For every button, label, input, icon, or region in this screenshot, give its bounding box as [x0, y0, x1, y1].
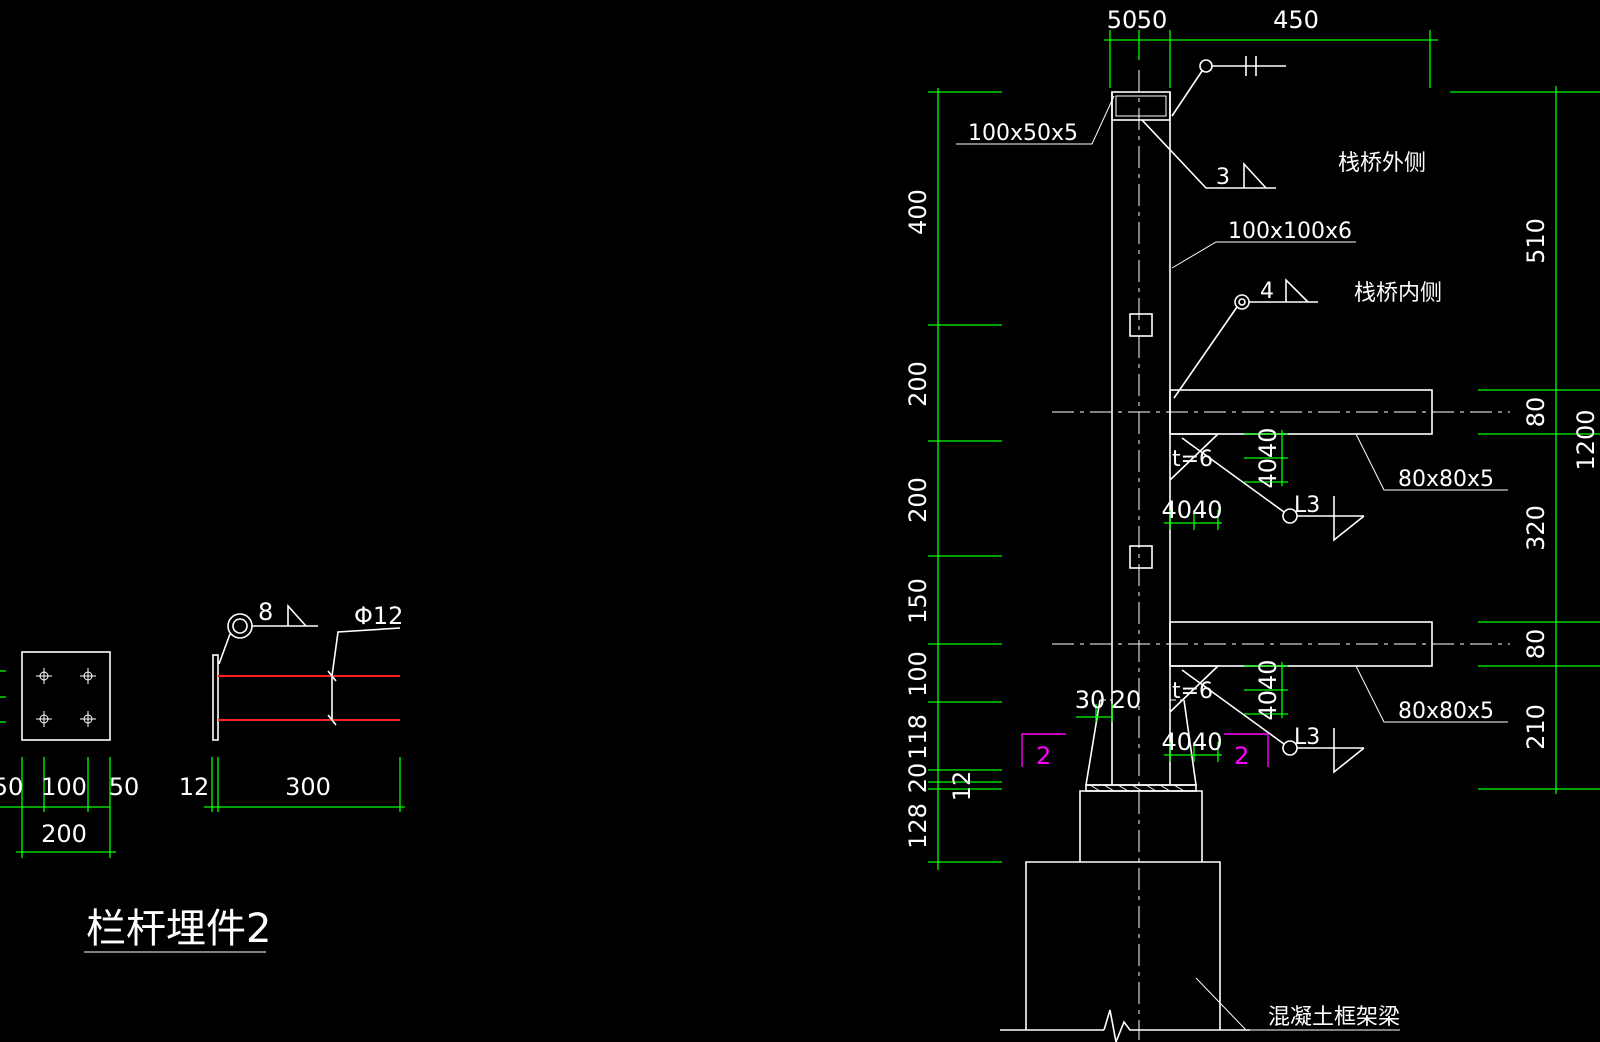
- dim-12: 12: [179, 773, 210, 801]
- dim-50-right: 50: [109, 773, 140, 801]
- slot-upper: [1129, 313, 1153, 337]
- dim-200-a: 200: [904, 361, 932, 407]
- dim-200-b: 200: [904, 477, 932, 523]
- gusset-lower-v-dim: 4040: [1254, 659, 1282, 720]
- section-mark-right: [1224, 733, 1269, 767]
- dim-150: 150: [904, 578, 932, 624]
- dim-300: 300: [285, 773, 331, 801]
- concrete-beam: [1025, 861, 1221, 1030]
- embed-plate-detail: 50 100 50 200 8 Φ12 12 300 栏杆埋件2: [0, 598, 405, 953]
- rebar-label: Φ12: [354, 602, 403, 630]
- section-mark-left: [1021, 733, 1066, 767]
- inner-side-label: 栈桥内侧: [1354, 281, 1442, 306]
- weld-L3-lower-label: L3: [1294, 725, 1320, 750]
- weld-size-8: 8: [258, 598, 273, 626]
- dim-top-450: 450: [1273, 6, 1319, 34]
- post-label: 100x100x6: [1228, 219, 1352, 244]
- dim-top-50a: 50: [1107, 6, 1138, 34]
- dim-510: 510: [1522, 218, 1550, 264]
- detail-title: 栏杆埋件2: [86, 906, 271, 952]
- dim-20-base: 20: [1111, 686, 1142, 714]
- rail-upper-label: 80x80x5: [1398, 467, 1494, 492]
- dim-80-b: 80: [1522, 629, 1550, 660]
- weld-L3-upper-label: L3: [1294, 493, 1320, 518]
- section-mark-left-label: 2: [1036, 742, 1051, 770]
- dim-1200: 1200: [1572, 409, 1600, 470]
- gusset-lower-h-dim: 4040: [1161, 728, 1222, 756]
- embed-plate-plan: [21, 651, 111, 741]
- dim-30: 30: [1075, 686, 1106, 714]
- weld-symbol-icon: L3: [1181, 669, 1365, 774]
- dim-210: 210: [1522, 704, 1550, 750]
- embed-plate-side: [212, 654, 219, 741]
- gusset-upper-h-dim: 4040: [1161, 496, 1222, 524]
- railing-elevation: 50 50 450: [904, 6, 1600, 1042]
- dim-top-50b: 50: [1137, 6, 1168, 34]
- gusset-upper: [1169, 433, 1220, 481]
- dim-320: 320: [1522, 505, 1550, 551]
- section-mark-right-label: 2: [1234, 742, 1249, 770]
- dim-200: 200: [41, 820, 87, 848]
- top-rail-label: 100x50x5: [968, 121, 1078, 146]
- weld-symbol-icon: [227, 613, 253, 639]
- dim-128: 128: [904, 803, 932, 849]
- weld-symbol-icon: [1171, 56, 1286, 117]
- gusset-upper-thickness: t=6: [1172, 447, 1213, 472]
- weld-symbol-icon: L3: [1181, 437, 1365, 542]
- rail-lower-label: 80x80x5: [1398, 699, 1494, 724]
- outer-side-label: 栈桥外侧: [1338, 151, 1426, 176]
- top-rail-section: [1111, 91, 1171, 121]
- dim-50-left: 50: [0, 773, 23, 801]
- weld-4-label: 4: [1260, 279, 1274, 304]
- dim-118: 118: [904, 714, 932, 760]
- gusset-lower: [1169, 665, 1220, 713]
- gusset-lower-thickness: t=6: [1172, 679, 1213, 704]
- dim-400: 400: [904, 189, 932, 235]
- slot-lower: [1129, 545, 1153, 569]
- dim-100: 100: [41, 773, 87, 801]
- bolt-hole-icon: [36, 668, 96, 727]
- weld-symbol-icon: 4: [1173, 278, 1318, 399]
- gusset-upper-v-dim: 4040: [1254, 427, 1282, 488]
- dim-80-a: 80: [1522, 397, 1550, 428]
- dim-100-left: 100: [904, 651, 932, 697]
- weld-3-label: 3: [1216, 165, 1230, 190]
- dim-12-left: 12: [948, 771, 976, 802]
- concrete-beam-label: 混凝土框架梁: [1268, 1005, 1400, 1030]
- dim-20-left: 20: [904, 763, 932, 794]
- weld-symbol-icon: 3: [1141, 119, 1276, 190]
- concrete-upstand: [1079, 790, 1203, 862]
